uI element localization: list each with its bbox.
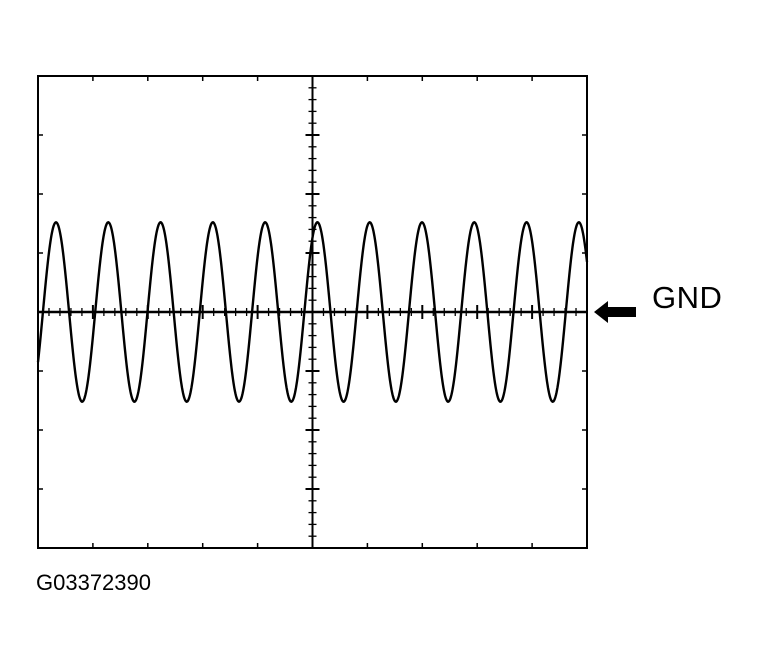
figure-id: G03372390 [36, 570, 151, 595]
signal-waveform [36, 221, 589, 403]
gnd-label: GND [652, 280, 723, 315]
left-arrow-icon [594, 301, 636, 323]
